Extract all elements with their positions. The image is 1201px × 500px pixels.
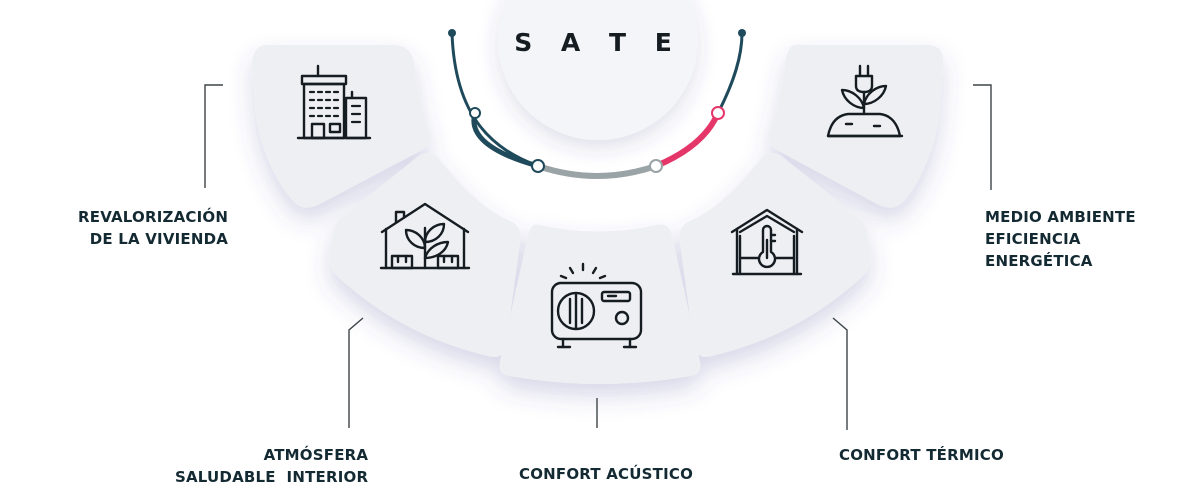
label-line: MEDIO AMBIENTE — [985, 208, 1136, 226]
arc-endpoint-left — [448, 29, 456, 37]
card-acustico — [499, 224, 701, 384]
label-line: CONFORT TÉRMICO — [839, 446, 1004, 464]
label-line: SALUDABLE INTERIOR — [175, 468, 369, 486]
house-plant-icon — [379, 202, 471, 270]
arc-node — [469, 107, 481, 119]
label-line: EFICIENCIA — [985, 230, 1081, 248]
label-line: DE LA VIVIENDA — [89, 230, 229, 248]
arc-node — [531, 159, 545, 173]
connector-lines — [204, 84, 992, 430]
label-line: ENERGÉTICA — [985, 252, 1093, 270]
arc-node — [711, 106, 725, 120]
label-medio-ambiente: MEDIO AMBIENTE EFICIENCIA ENERGÉTICA — [985, 206, 1136, 272]
progress-arc — [448, 29, 746, 179]
connector-atmosfera — [348, 317, 364, 428]
label-acustico: CONFORT ACÚSTICO — [519, 463, 693, 485]
label-termico: CONFORT TÉRMICO — [839, 444, 1004, 466]
label-line: REVALORIZACIÓN — [78, 208, 229, 226]
arc-dark-right — [716, 31, 744, 115]
arc-endpoint-right — [738, 29, 746, 37]
radio-icon — [550, 262, 643, 349]
diagram-title: S A T E — [514, 28, 682, 57]
label-revalorizacion: REVALORIZACIÓN DE LA VIVIENDA — [78, 206, 228, 250]
arc-dark-segment-2 — [471, 110, 541, 169]
label-line: CONFORT ACÚSTICO — [519, 465, 694, 483]
arc-gray-segment — [535, 163, 659, 179]
connector-revalorizacion — [204, 84, 223, 188]
arc-node — [649, 159, 663, 173]
arc-pink-segment — [653, 110, 721, 169]
card-medio-ambiente — [769, 45, 944, 208]
label-line: ATMÓSFERA — [263, 446, 369, 464]
building-icon — [296, 64, 372, 140]
center-circle — [498, 0, 698, 140]
connector-medio-ambiente — [973, 84, 992, 190]
house-thermometer-icon — [730, 208, 804, 276]
label-atmosfera: ATMÓSFERA SALUDABLE INTERIOR — [175, 444, 368, 488]
plug-plant-icon — [826, 64, 904, 138]
connector-termico — [832, 317, 848, 430]
